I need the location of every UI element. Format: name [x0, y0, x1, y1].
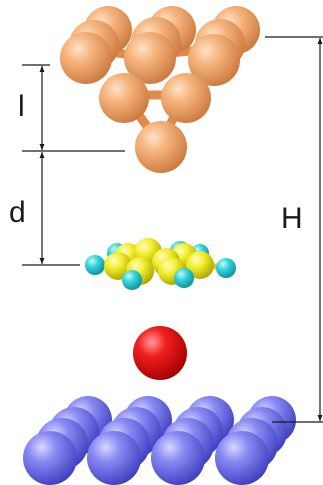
- dimension-label-d: d: [9, 196, 26, 229]
- dimension-label-H: H: [281, 202, 303, 235]
- dimension-label-l: l: [18, 90, 25, 123]
- substrate: [23, 396, 296, 485]
- adatom: [133, 326, 187, 380]
- molecule: [85, 238, 236, 290]
- tip-cluster: [60, 6, 260, 173]
- dimension-lines: [22, 36, 323, 423]
